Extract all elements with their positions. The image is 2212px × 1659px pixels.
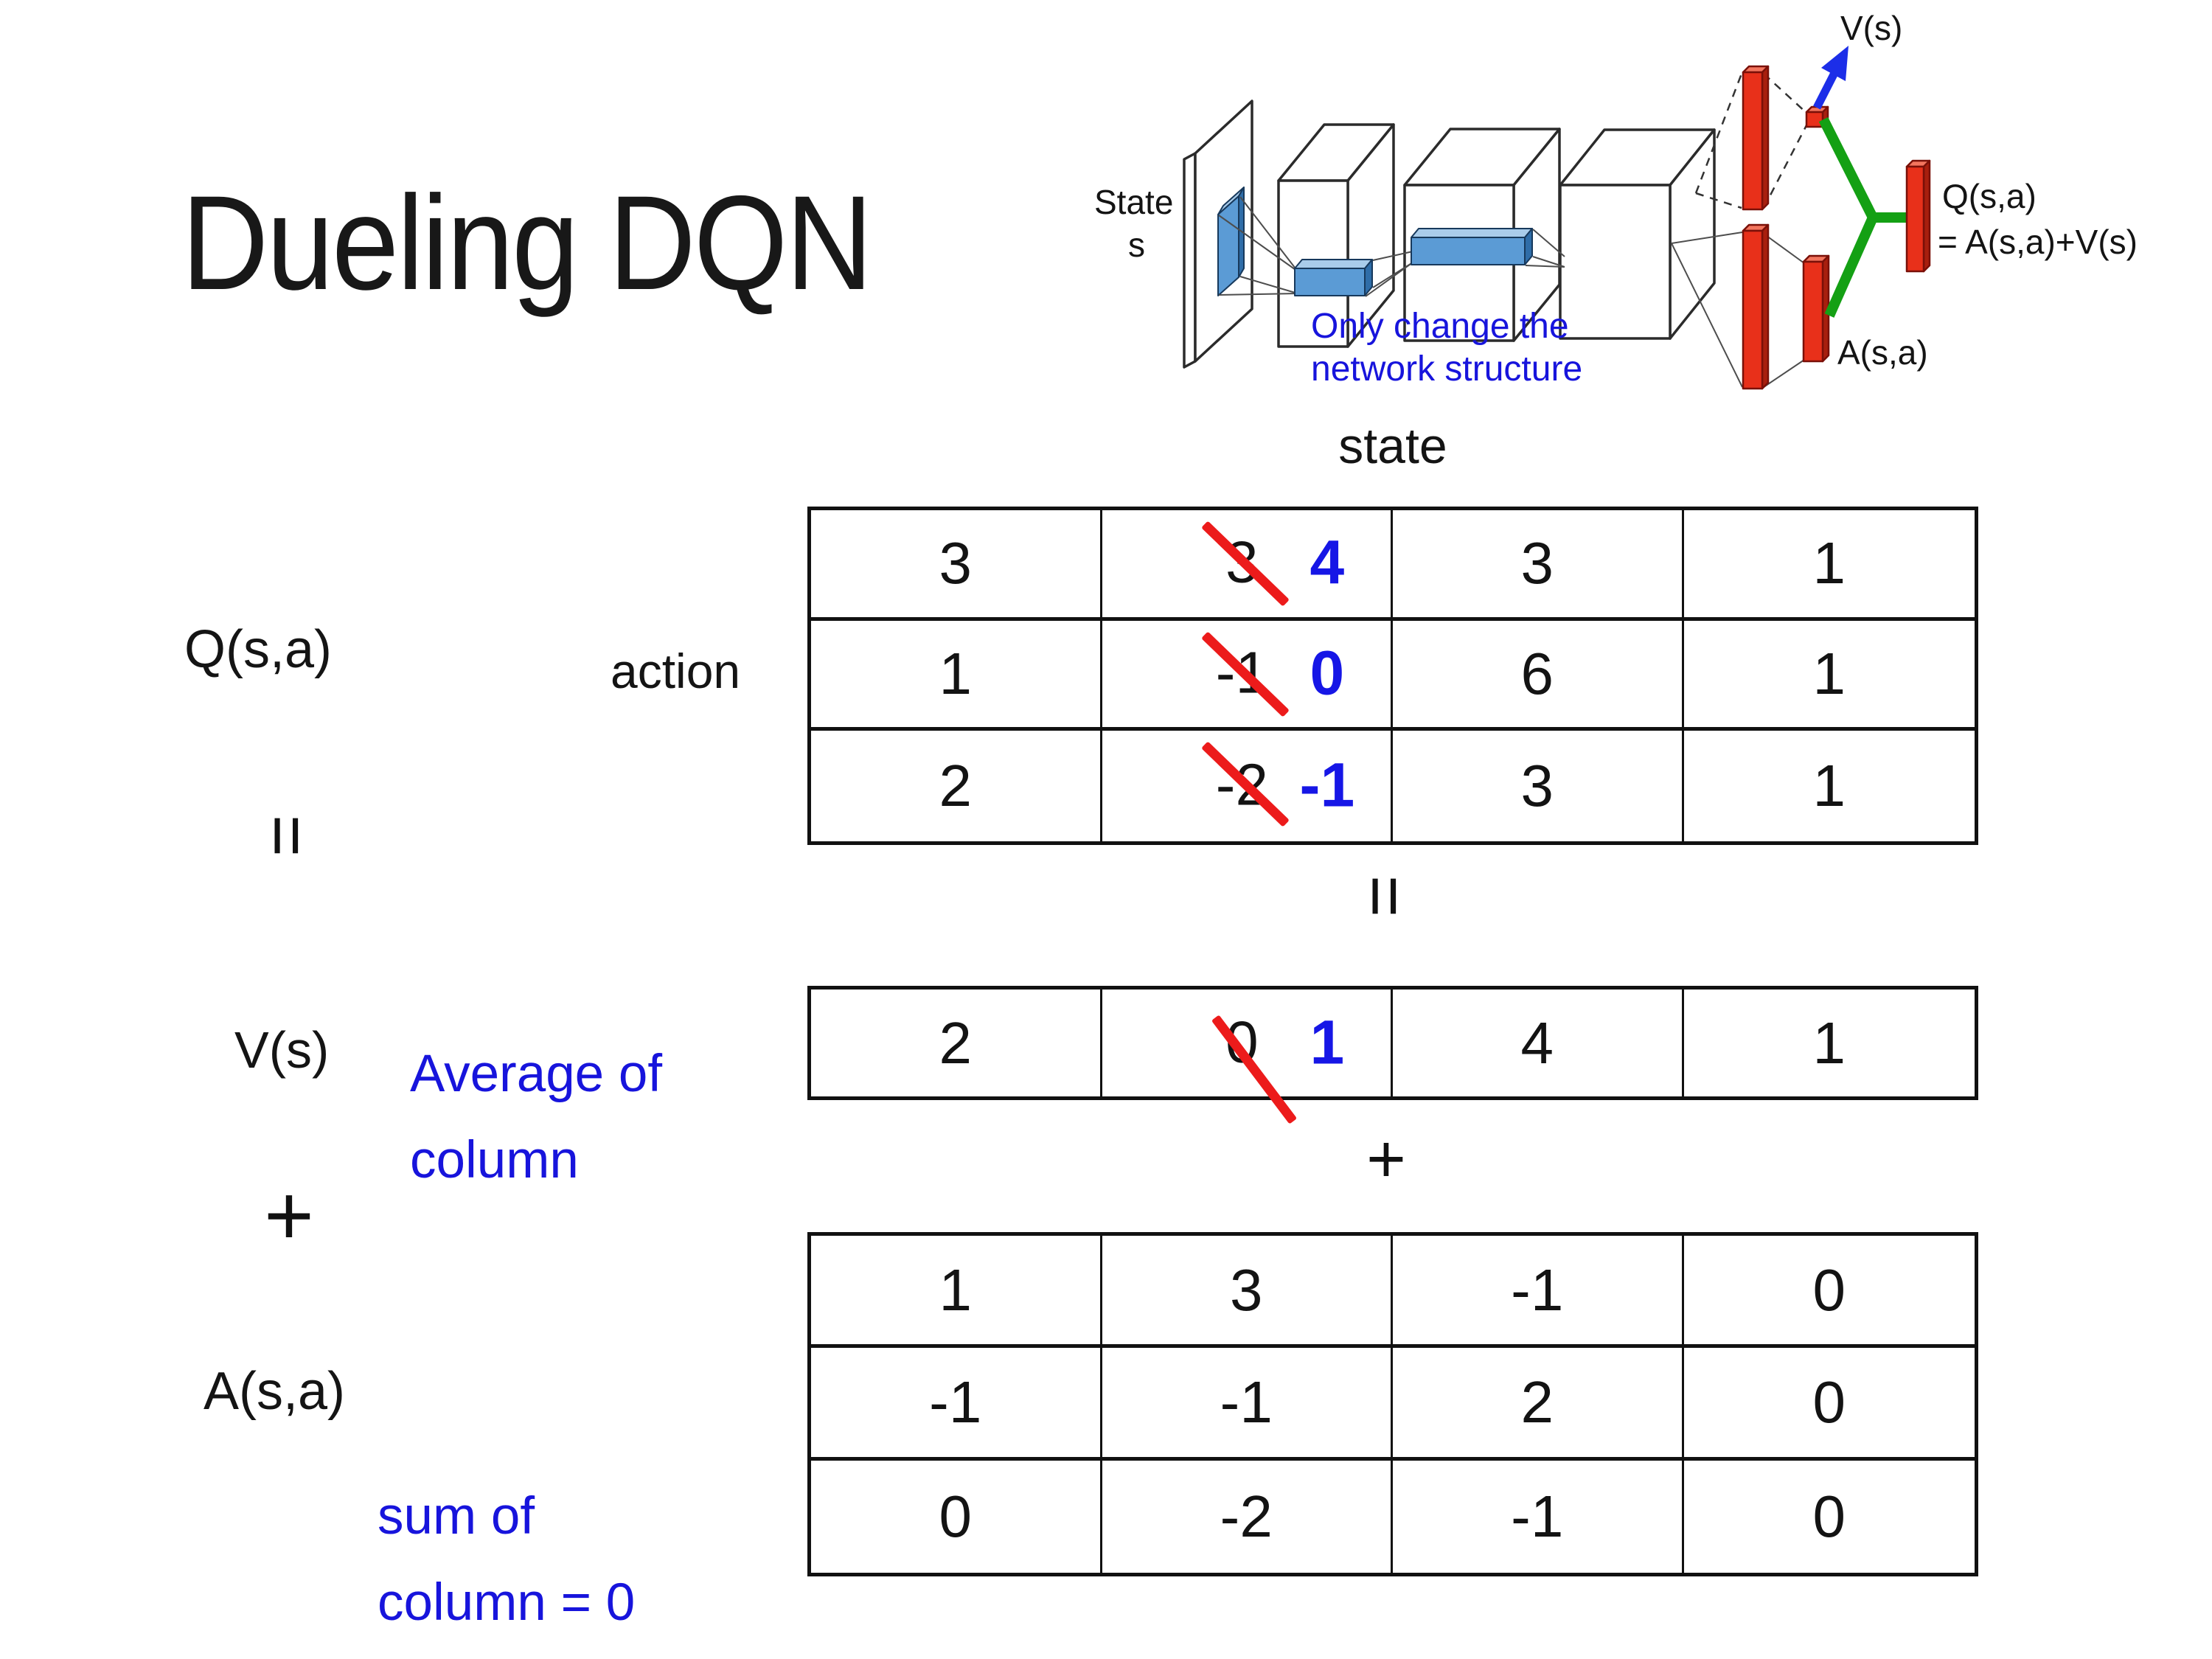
projection-lines-2	[1365, 251, 1413, 297]
v-cell-c1: 2	[811, 990, 1102, 1096]
sum-of-column-note: sum of column = 0	[378, 1473, 635, 1646]
new-value: 4	[1310, 527, 1345, 597]
projection-lines-1	[1218, 196, 1298, 296]
a-cell-r1c1: 1	[811, 1236, 1102, 1349]
average-note-line1: Average of	[410, 1045, 663, 1103]
fc-layer-v-tall	[1742, 65, 1770, 211]
dueling-network-diagram: State s V(s) Q(s,a) = A(s,a)+V(s) A(s,a)…	[1094, 9, 2138, 390]
equals-sign-middle: =	[1345, 874, 1427, 917]
v-output-arrow	[1813, 46, 1848, 110]
q-cell-r3c2-corrected: -2 -1	[1102, 731, 1393, 841]
q-cell-r3c3: 3	[1393, 731, 1684, 841]
average-of-column-note: Average of column	[410, 1031, 662, 1203]
conv-box-3	[1559, 128, 1716, 340]
q-value-table: 3 3 4 3 1 1 -1 0 6 1 2 -2 -1 3 1	[807, 507, 1978, 845]
feature-bar-2	[1411, 228, 1533, 265]
combine-link	[1818, 116, 1908, 318]
q-term-label: Q(s,a)	[184, 620, 333, 679]
a-cell-r1c4: 0	[1683, 1236, 1975, 1349]
q-output-bar	[1905, 159, 1931, 273]
a-cell-r2c1: -1	[811, 1348, 1102, 1461]
feature-bar-1	[1294, 259, 1373, 296]
q-cell-r1c2-corrected: 3 4	[1102, 510, 1393, 621]
q-cell-r2c3: 6	[1393, 620, 1684, 731]
a-term-label: A(s,a)	[204, 1362, 346, 1421]
a-stream-links	[1671, 232, 1805, 388]
advantage-table: 1 3 -1 0 -1 -1 2 0 0 -2 -1 0	[807, 1232, 1978, 1576]
plus-sign-left: +	[264, 1167, 314, 1263]
action-axis-label: action	[611, 644, 741, 698]
a-cell-r2c2: -1	[1102, 1348, 1393, 1461]
v-value-table: 2 0 1 4 1	[807, 986, 1978, 1124]
q-cell-r3c4: 1	[1812, 753, 1846, 819]
v-stream-dashed-links	[1694, 73, 1808, 209]
v-cell-c4: 1	[1812, 1009, 1846, 1076]
v-cell-c3: 4	[1393, 990, 1684, 1096]
fc-layer-a-tall	[1742, 223, 1770, 390]
state-axis-label: state	[1338, 418, 1447, 474]
a-cell-r2c4: 0	[1683, 1348, 1975, 1461]
diagram-a-output-label: A(s,a)	[1837, 333, 1928, 372]
a-cell-r2c3: 2	[1393, 1348, 1684, 1461]
sum-note-line2: column = 0	[378, 1573, 636, 1632]
fc-layer-a-out	[1802, 254, 1830, 363]
new-value: 0	[1310, 638, 1345, 708]
q-cell-r1c4: 1	[1683, 510, 1975, 621]
page-title: Dueling DQN	[181, 167, 873, 318]
q-cell-r3c1: 2	[811, 731, 1102, 841]
diagram-note-line1: Only change the	[1311, 307, 1569, 346]
a-cell-r3c3: -1	[1393, 1460, 1684, 1573]
q-cell-r2c1: 1	[811, 620, 1102, 731]
q-cell-r2c2-corrected: -1 0	[1102, 620, 1393, 731]
equals-sign-left: =	[247, 814, 329, 857]
diagram-note-line2: network structure	[1311, 349, 1582, 389]
plus-sign-middle: +	[1366, 1121, 1406, 1197]
a-cell-r3c2: -2	[1102, 1460, 1393, 1573]
a-cell-r3c1: 0	[811, 1460, 1102, 1573]
diagram-q-output-label-line1: Q(s,a)	[1942, 177, 2037, 215]
q-cell-r2c4: 1	[1683, 621, 1975, 731]
projection-lines-3	[1525, 229, 1565, 268]
average-note-line2: column	[410, 1131, 579, 1189]
q-cell-r1c3: 3	[1393, 510, 1684, 621]
diagram-q-output-label-line2: = A(s,a)+V(s)	[1938, 223, 2138, 261]
v-term-label: V(s)	[234, 1021, 330, 1079]
diagram-state-label-line1: State	[1094, 183, 1173, 221]
diagram-v-output-label: V(s)	[1840, 9, 1902, 47]
a-cell-r1c3: -1	[1393, 1236, 1684, 1349]
sum-note-line1: sum of	[378, 1487, 535, 1545]
v-cell-c2-corrected: 0 1	[1102, 990, 1393, 1124]
diagram-state-label-line2: s	[1128, 226, 1145, 264]
a-cell-r1c2: 3	[1102, 1236, 1393, 1349]
new-value: -1	[1299, 750, 1355, 820]
a-cell-r3c4: 0	[1812, 1483, 1846, 1549]
conv-filter-patch	[1217, 187, 1245, 296]
new-value: 1	[1310, 1006, 1345, 1077]
q-cell-r1c1: 3	[811, 510, 1102, 621]
